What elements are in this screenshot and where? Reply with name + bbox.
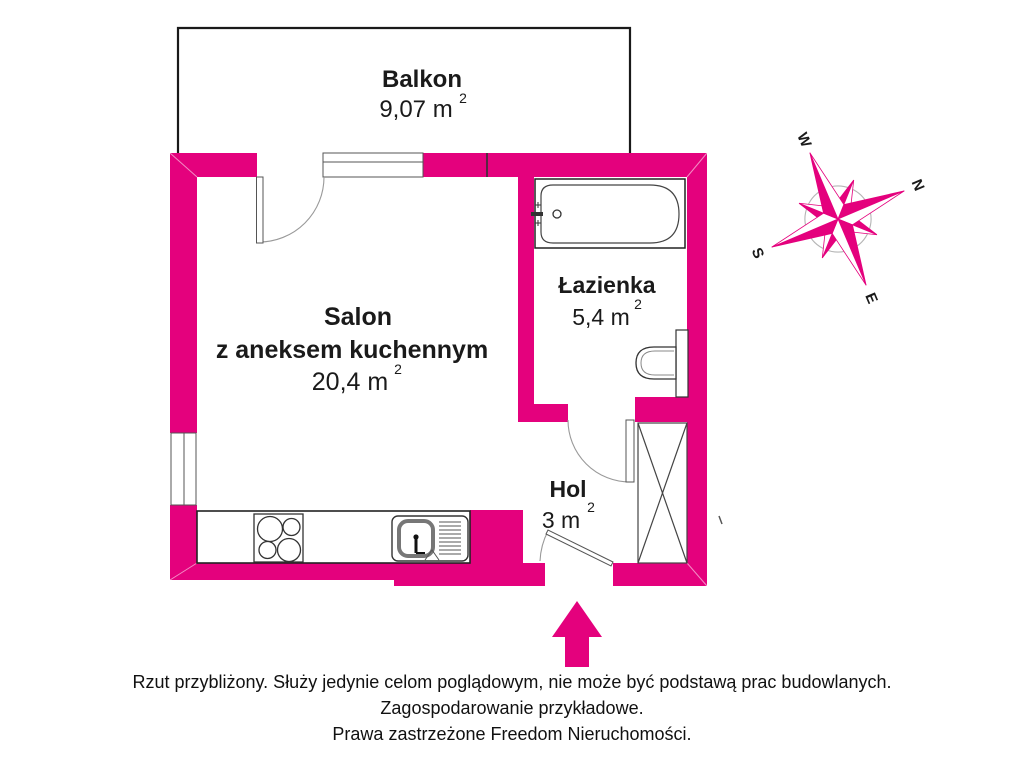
compass-e-label: E — [861, 290, 881, 306]
kitchen-counter — [196, 510, 471, 564]
hall-area-sup: 2 — [587, 499, 595, 515]
disclaimer-text: Rzut przybliżony. Służy jedynie celom po… — [132, 672, 891, 744]
salon-area: 20,4 m — [312, 368, 388, 396]
stove-icon — [253, 513, 304, 563]
balcony-outline — [176, 26, 632, 153]
hall-area: 3 m — [542, 507, 580, 533]
entrance-door — [539, 529, 614, 567]
window-left — [170, 432, 197, 506]
walls — [169, 152, 708, 587]
tick-mark — [718, 515, 723, 525]
disclaimer-line-3: Prawa zastrzeżone Freedom Nieruchomości. — [332, 724, 691, 744]
toilet-icon — [635, 329, 689, 398]
sink-icon — [391, 515, 469, 562]
salon-name: Salon — [324, 303, 392, 331]
balcony-name: Balkon — [382, 66, 462, 93]
compass-n-label: N — [908, 177, 928, 194]
balcony-door — [256, 176, 325, 244]
window-top — [322, 152, 424, 178]
bathroom-name: Łazienka — [558, 272, 655, 298]
compass-s-label: S — [748, 245, 768, 261]
bathtub-icon — [531, 178, 686, 249]
balcony-area-sup: 2 — [459, 90, 467, 106]
disclaimer-line-1: Rzut przybliżony. Służy jedynie celom po… — [132, 672, 891, 692]
bathroom-area-sup: 2 — [634, 296, 642, 312]
wardrobe-icon — [637, 422, 688, 564]
salon-area-sup: 2 — [394, 361, 402, 377]
disclaimer-line-2: Zagospodarowanie przykładowe. — [380, 698, 643, 718]
bathroom-area: 5,4 m — [572, 304, 630, 330]
bathroom-door — [567, 419, 635, 483]
balcony-area: 9,07 m — [379, 96, 452, 123]
compass-w-label: W — [793, 130, 815, 150]
hall-name: Hol — [549, 476, 586, 502]
compass-rose-icon: N E S W — [748, 130, 928, 306]
salon-name2: z aneksem kuchennym — [216, 336, 488, 364]
entrance-arrow-icon — [552, 601, 602, 667]
